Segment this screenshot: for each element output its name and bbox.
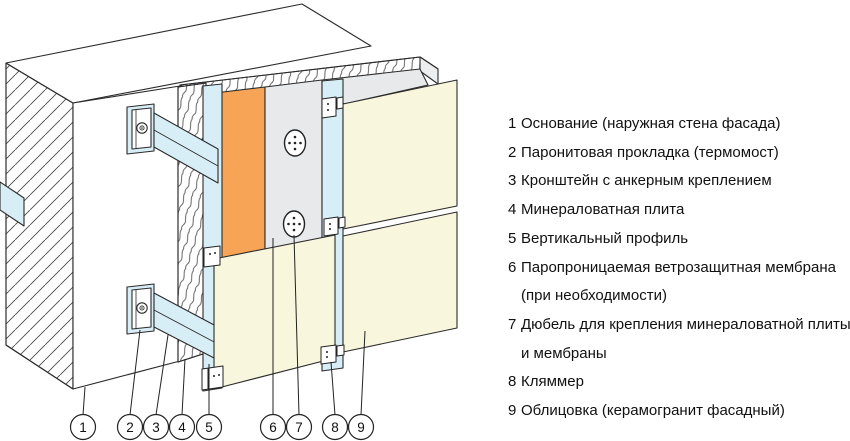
leader-8 (330, 361, 336, 416)
callout-9: 9 (347, 413, 375, 441)
callout-5: 5 (195, 413, 223, 441)
callout-3-num: 3 (152, 420, 160, 435)
callout-4-num: 4 (178, 420, 186, 435)
leader-2 (129, 329, 141, 416)
legend-item-3-text: Кронштейн с анкерным креплением (521, 172, 772, 190)
clamp-bottom (320, 344, 345, 365)
legend-item-4-num: 4 (508, 201, 517, 219)
callout-4: 4 (168, 413, 196, 441)
clamp-middle (323, 216, 346, 237)
dowel-upper (283, 129, 307, 157)
corner-arm-fragment (0, 181, 25, 227)
upper-arm-fold (153, 129, 219, 167)
legend-item-7-text: Дюбель для крепления минераловатной плит… (521, 315, 850, 333)
legend-item-6-text: Паропроницаемая ветрозащитная мембрана (521, 258, 836, 276)
legend-item-2-num: 2 (508, 143, 517, 161)
callout-3: 3 (142, 413, 170, 441)
panel-lower-left (213, 234, 336, 390)
callout-7: 7 (285, 413, 313, 441)
clamp-top (321, 96, 344, 119)
legend-item-5-text: Вертикальный профиль (521, 229, 689, 247)
panel-lower-right (342, 211, 458, 353)
wall-left-face-hatch (5, 62, 74, 390)
legend-item-1-num: 1 (508, 115, 517, 132)
clamp-left-upper (203, 245, 221, 268)
legend-item-1-text: Основание (наружная стена фасада) (521, 115, 781, 132)
callout-7-num: 7 (295, 420, 303, 435)
leader-1 (82, 386, 86, 416)
leader-4 (181, 358, 186, 416)
clamps (201, 96, 346, 391)
callout-circles: 1 2 3 4 5 6 7 8 (69, 413, 375, 441)
callout-2-num: 2 (126, 420, 134, 435)
legend-item-8-num: 8 (508, 373, 517, 391)
legend-item-9-num: 9 (508, 402, 517, 420)
insulation-dowels (282, 129, 307, 238)
leader-lines (82, 234, 366, 416)
callout-6-num: 6 (269, 420, 277, 435)
legend-item-4-text: Минераловатная плита (521, 201, 685, 219)
callout-8: 8 (321, 413, 349, 441)
cladding-panels (213, 79, 458, 390)
legend-item-7-text2: и мембраны (521, 344, 607, 362)
callout-8-num: 8 (331, 420, 339, 435)
legend-item-5-num: 5 (508, 229, 517, 247)
leader-7 (293, 234, 300, 416)
wall-top-face (5, 3, 372, 104)
legend-item-6-text2: (при необходимости) (521, 287, 667, 305)
callout-9-num: 9 (357, 420, 365, 435)
callout-2: 2 (116, 413, 144, 441)
clamp-left-end (201, 365, 224, 391)
legend-item-7-num: 7 (508, 315, 517, 333)
legend-item-9-text: Облицовка (керамогранит фасадный) (521, 402, 785, 420)
lower-arm-fold (153, 309, 217, 344)
legend-item-6-num: 6 (508, 258, 517, 276)
callout-5-num: 5 (205, 420, 213, 435)
callout-1: 1 (69, 413, 97, 441)
brackets (0, 103, 219, 360)
callout-6: 6 (259, 413, 287, 441)
facade-diagram: 1 2 3 4 5 6 7 8 (0, 3, 458, 441)
legend-item-2-text: Паронитовая прокладка (термомост) (521, 143, 779, 161)
leader-3 (155, 334, 169, 416)
panel-upper-right (342, 79, 458, 230)
leader-9 (360, 330, 366, 416)
legend-item-3-num: 3 (508, 172, 517, 190)
legend-item-8-text: Кляммер (521, 373, 584, 391)
dowel-lower (282, 210, 306, 238)
callout-1-num: 1 (79, 420, 87, 435)
